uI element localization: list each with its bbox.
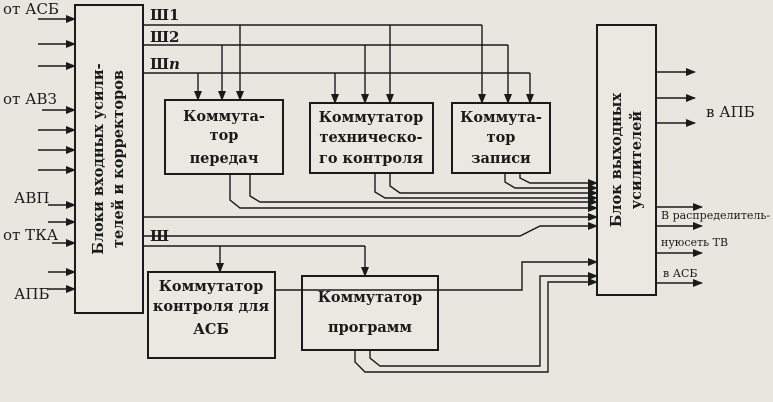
asb-control-switch-label: Коммутатор контроля для АСБ xyxy=(153,278,269,338)
routes-to-output xyxy=(143,173,598,373)
input-label-apb: АПБ xyxy=(14,285,49,303)
svg-text:тор: тор xyxy=(210,127,239,144)
bus-lines xyxy=(143,24,534,104)
recording-switch-block xyxy=(451,102,551,174)
svg-text:программ: программ xyxy=(328,319,412,336)
bus-label-sh: Ш xyxy=(150,227,169,245)
svg-text:Блок выходных: Блок выходных xyxy=(608,93,625,228)
technical-control-switch-block xyxy=(309,102,434,174)
transmission-switch-label: Коммута- тор передач xyxy=(183,108,265,167)
bus-label-sh1: Ш1 xyxy=(150,6,179,24)
recording-switch-label: Коммута- тор записи xyxy=(460,109,542,167)
output-arrows xyxy=(656,68,703,287)
input-label-avz: от АВЗ xyxy=(3,90,57,108)
program-switch-block xyxy=(301,275,439,351)
svg-text:Коммутатор: Коммутатор xyxy=(318,289,423,306)
transmission-switch-block xyxy=(164,99,284,175)
sh-bus-line xyxy=(143,245,369,277)
svg-text:контроля для: контроля для xyxy=(153,298,269,315)
output-amplifiers-block xyxy=(596,24,657,296)
output-label-apb: в АПБ xyxy=(706,103,755,121)
svg-text:техническо-: техническо- xyxy=(319,129,422,146)
input-label-tka: от ТКА xyxy=(3,226,59,244)
svg-text:Блоки входных усили-: Блоки входных усили- xyxy=(90,63,107,254)
svg-text:Коммута-: Коммута- xyxy=(183,108,265,125)
svg-text:усилителей: усилителей xyxy=(628,111,645,210)
input-amplifiers-block xyxy=(74,4,144,314)
svg-text:записи: записи xyxy=(471,150,531,167)
input-label-asb: от АСБ xyxy=(3,0,59,18)
svg-text:Коммутатор: Коммутатор xyxy=(159,278,264,295)
input-arrows xyxy=(38,15,76,293)
bus-label-shn: Шn xyxy=(150,55,180,73)
svg-text:тор: тор xyxy=(487,129,516,146)
input-amplifiers-label: Блоки входных усили- телей и корректоров xyxy=(90,63,127,254)
svg-text:Коммута-: Коммута- xyxy=(460,109,542,126)
bus-label-sh2: Ш2 xyxy=(150,28,179,46)
svg-text:Коммутатор: Коммутатор xyxy=(319,109,424,126)
svg-text:передач: передач xyxy=(190,150,259,167)
output-amplifiers-label: Блок выходных усилителей xyxy=(608,93,645,228)
svg-text:го контроля: го контроля xyxy=(319,150,423,167)
program-switch-label: Коммутатор программ xyxy=(318,289,423,336)
output-label-asb: в АСБ xyxy=(663,267,698,280)
output-label-distribution-1: В распределитель- xyxy=(661,209,770,222)
svg-text:АСБ: АСБ xyxy=(193,321,229,338)
output-label-distribution-2: нуюсеть ТВ xyxy=(661,236,728,249)
asb-control-switch-block xyxy=(147,271,276,359)
technical-control-switch-label: Коммутатор техническо- го контроля xyxy=(319,109,424,167)
input-label-avp: АВП xyxy=(14,189,49,207)
svg-text:телей и корректоров: телей и корректоров xyxy=(110,70,127,248)
